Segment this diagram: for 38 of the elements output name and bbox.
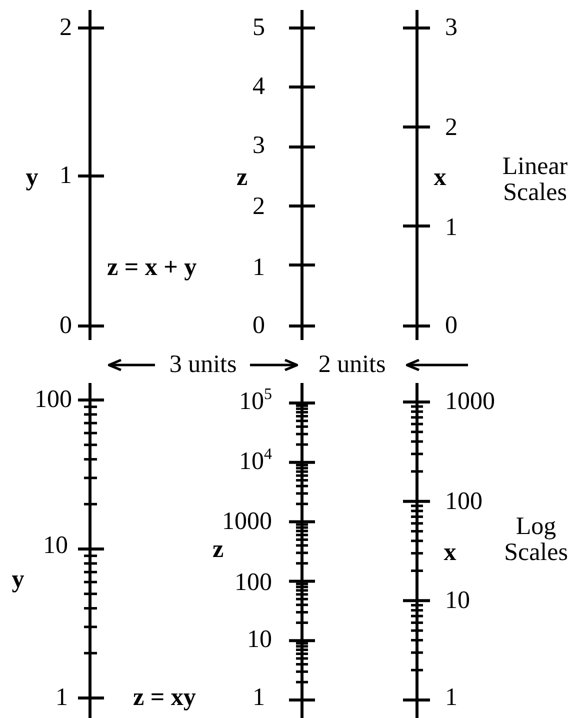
tick-label: 1000 [445, 388, 495, 416]
axis-label: z [212, 536, 224, 564]
dimension-label: 3 units [169, 352, 237, 378]
tick-label: 1 [445, 684, 458, 712]
tick-label: 5 [252, 14, 265, 42]
scale-title: Linear Scales [501, 154, 569, 206]
tick-label: 1000 [222, 508, 272, 536]
tick-label: 2 [252, 194, 265, 220]
tick-label: 10 [43, 532, 68, 560]
tick-label: 10$^{5}$ [239, 388, 272, 416]
axis-label: x [434, 164, 446, 192]
tick-label: 1 [252, 684, 265, 712]
tick-label: 100 [34, 386, 72, 414]
axis-label: y [12, 566, 24, 594]
tick-label: 2 [445, 114, 458, 142]
tick-label: 10 [247, 626, 272, 654]
dimension-label: 2 units [318, 352, 386, 378]
tick-label: 1 [60, 162, 72, 190]
tick-label: 0 [445, 312, 458, 340]
axis-label: x [444, 540, 456, 566]
tick-label: 1 [56, 684, 68, 712]
tick-label: 0 [60, 312, 72, 340]
axis-label: z [236, 164, 248, 192]
tick-label: 4 [252, 74, 265, 100]
tick-label: 100 [445, 488, 482, 516]
equation-label: z = xy [133, 684, 196, 712]
axis-label: y [26, 164, 38, 192]
tick-label: 3 [445, 14, 458, 42]
tick-label: 2 [60, 14, 72, 42]
tick-label: 100 [234, 570, 272, 596]
tick-label: 10 [445, 588, 470, 614]
tick-label: 0 [252, 312, 265, 340]
equation-label: z = x + y [107, 254, 197, 282]
scale-title: Log Scales [503, 514, 569, 566]
tick-label: 1 [445, 214, 458, 242]
tick-label: 10$^{4}$ [239, 448, 272, 476]
tick-label: 3 [252, 132, 265, 160]
tick-label: 1 [252, 254, 265, 282]
